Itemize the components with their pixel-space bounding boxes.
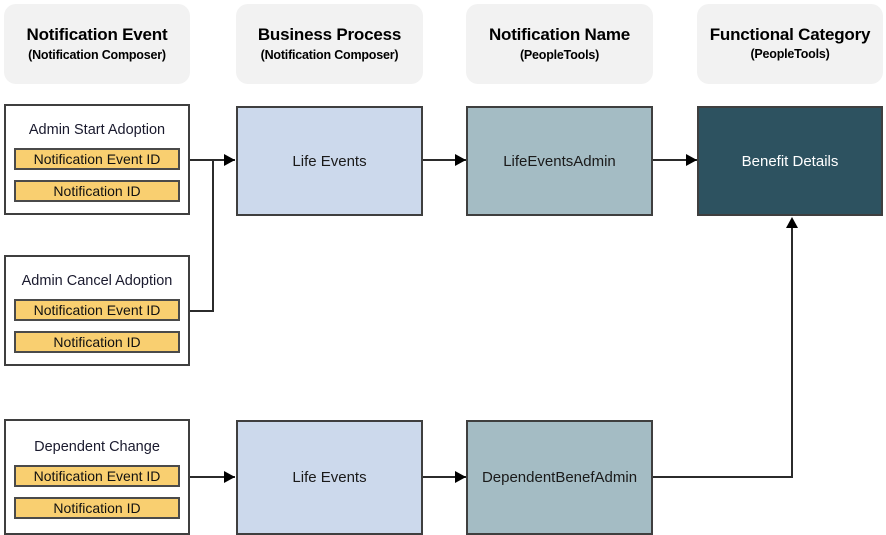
column-header-title: Notification Event xyxy=(26,25,168,45)
connector-dependentbenefadmin-riser xyxy=(791,228,793,478)
process-node-life-events-bottom[interactable]: Life Events xyxy=(236,420,423,535)
arrowhead-into-life-events-bottom xyxy=(224,471,235,483)
event-group-dependent-change[interactable]: Dependent Change Notification Event ID N… xyxy=(4,419,190,535)
connector-admin-cancel-riser xyxy=(212,159,214,312)
connector-life-events-to-lifeeventsadmin xyxy=(423,159,466,161)
event-title: Admin Cancel Adoption xyxy=(21,273,173,289)
column-header-subtitle: (Notification Composer) xyxy=(260,47,399,62)
column-header-subtitle: (Notification Composer) xyxy=(28,47,166,62)
functional-category-node-benefit-details[interactable]: Benefit Details xyxy=(697,106,883,216)
column-header-title: Functional Category xyxy=(709,25,871,45)
arrowhead-into-life-events-top xyxy=(224,154,235,166)
event-field-notification-id[interactable]: Notification ID xyxy=(14,180,180,202)
event-title: Admin Start Adoption xyxy=(28,122,166,138)
event-field-notification-id[interactable]: Notification ID xyxy=(14,497,180,519)
connector-dependentbenefadmin-horizontal xyxy=(653,476,793,478)
event-field-notification-event-id[interactable]: Notification Event ID xyxy=(14,299,180,321)
column-header-notification-event: Notification Event (Notification Compose… xyxy=(4,4,190,84)
column-header-business-process: Business Process (Notification Composer) xyxy=(236,4,423,84)
column-header-subtitle: (PeopleTools) xyxy=(750,46,830,61)
notification-name-node-lifeeventsadmin[interactable]: LifeEventsAdmin xyxy=(466,106,653,216)
column-header-title: Business Process xyxy=(257,25,402,45)
connector-dependent-change-to-life-events xyxy=(190,476,235,478)
column-header-subtitle: (PeopleTools) xyxy=(519,47,600,62)
event-group-admin-start-adoption[interactable]: Admin Start Adoption Notification Event … xyxy=(4,104,190,215)
notification-name-node-dependentbenefadmin[interactable]: DependentBenefAdmin xyxy=(466,420,653,535)
connector-lifeeventsadmin-to-benefit-details xyxy=(653,159,697,161)
event-field-notification-event-id[interactable]: Notification Event ID xyxy=(14,465,180,487)
event-field-notification-id[interactable]: Notification ID xyxy=(14,331,180,353)
column-header-title: Notification Name xyxy=(488,25,631,45)
connector-admin-cancel-horizontal xyxy=(190,310,214,312)
column-header-functional-category: Functional Category (PeopleTools) xyxy=(697,4,883,84)
event-group-admin-cancel-adoption[interactable]: Admin Cancel Adoption Notification Event… xyxy=(4,255,190,366)
arrowhead-into-dependentbenefadmin xyxy=(455,471,466,483)
arrowhead-into-benefit-details-bottom xyxy=(786,217,798,228)
column-header-notification-name: Notification Name (PeopleTools) xyxy=(466,4,653,84)
connector-life-events-to-dependentbenefadmin xyxy=(423,476,466,478)
event-title: Dependent Change xyxy=(34,439,160,455)
arrowhead-into-lifeeventsadmin xyxy=(455,154,466,166)
arrowhead-into-benefit-details-left xyxy=(686,154,697,166)
process-node-life-events-top[interactable]: Life Events xyxy=(236,106,423,216)
event-field-notification-event-id[interactable]: Notification Event ID xyxy=(14,148,180,170)
